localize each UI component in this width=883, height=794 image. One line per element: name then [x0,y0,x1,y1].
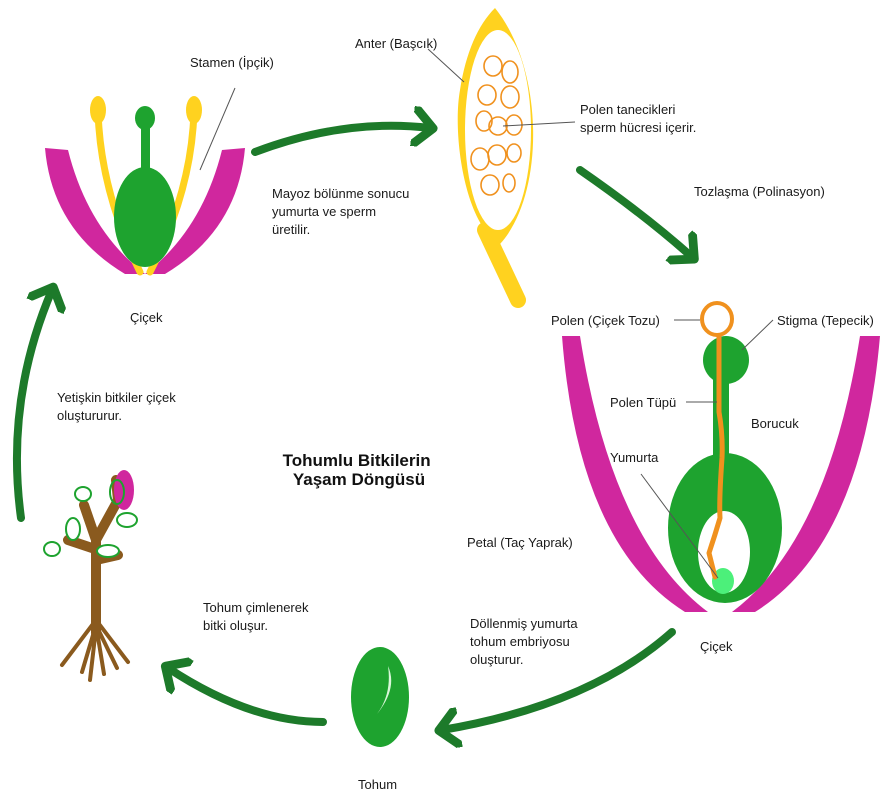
leader-anter [428,49,464,82]
stigma-top [135,106,155,130]
leaf [117,513,137,527]
leader-stigma [742,320,773,350]
arrow-anther-to-flower [580,170,692,257]
label-polen: Polen (Çiçek Tozu) [551,313,660,328]
young-plant [44,470,137,680]
label-yetiskin: Yetişkin bitkiler çiçek oluştururur. [57,390,179,423]
leaf [66,518,80,540]
label-borucuk: Borucuk [751,416,799,431]
label-yumurta: Yumurta [610,450,659,465]
label-tozlasma: Tozlaşma (Polinasyon) [694,184,825,199]
label-polen-tupu: Polen Tüpü [610,395,676,410]
arrow-plant-to-flower [17,290,52,518]
leaf [44,542,60,556]
leaf [97,545,119,557]
anther-right [186,96,202,124]
label-polen-taneleri: Polen tanecikleri sperm hücresi içerir. [580,102,696,135]
label-petal: Petal (Taç Yaprak) [467,535,573,550]
arrow-flower-to-anther [255,126,430,152]
stigma-right [703,336,749,384]
label-cimlenme: Tohum çimlenerek bitki oluşur. [203,600,312,633]
flower-top-left [45,96,245,274]
diagram-title: Tohumlu Bitkilerin Yaşam Döngüsü [283,451,436,489]
pollen-grain [702,303,732,335]
label-stamen: Stamen (İpçik) [190,55,274,70]
label-cicek-right: Çiçek [700,639,733,654]
anther-left [90,96,106,124]
label-mayoz: Mayoz bölünme sonucu yumurta ve sperm ür… [272,186,413,237]
seed-body [351,647,409,747]
ovary [114,167,176,267]
label-stigma: Stigma (Tepecik) [777,313,874,328]
seed [351,647,409,747]
label-cicek-top: Çiçek [130,310,163,325]
label-dollenmis: Döllenmiş yumurta tohum embriyosu oluştu… [470,616,581,667]
anther-enlarged [458,8,533,300]
arrow-seed-to-plant [168,668,323,722]
label-tohum: Tohum [358,777,397,792]
leaf [75,487,91,501]
plant-roots [62,620,128,680]
label-anter: Anter (Başcık) [355,36,437,51]
